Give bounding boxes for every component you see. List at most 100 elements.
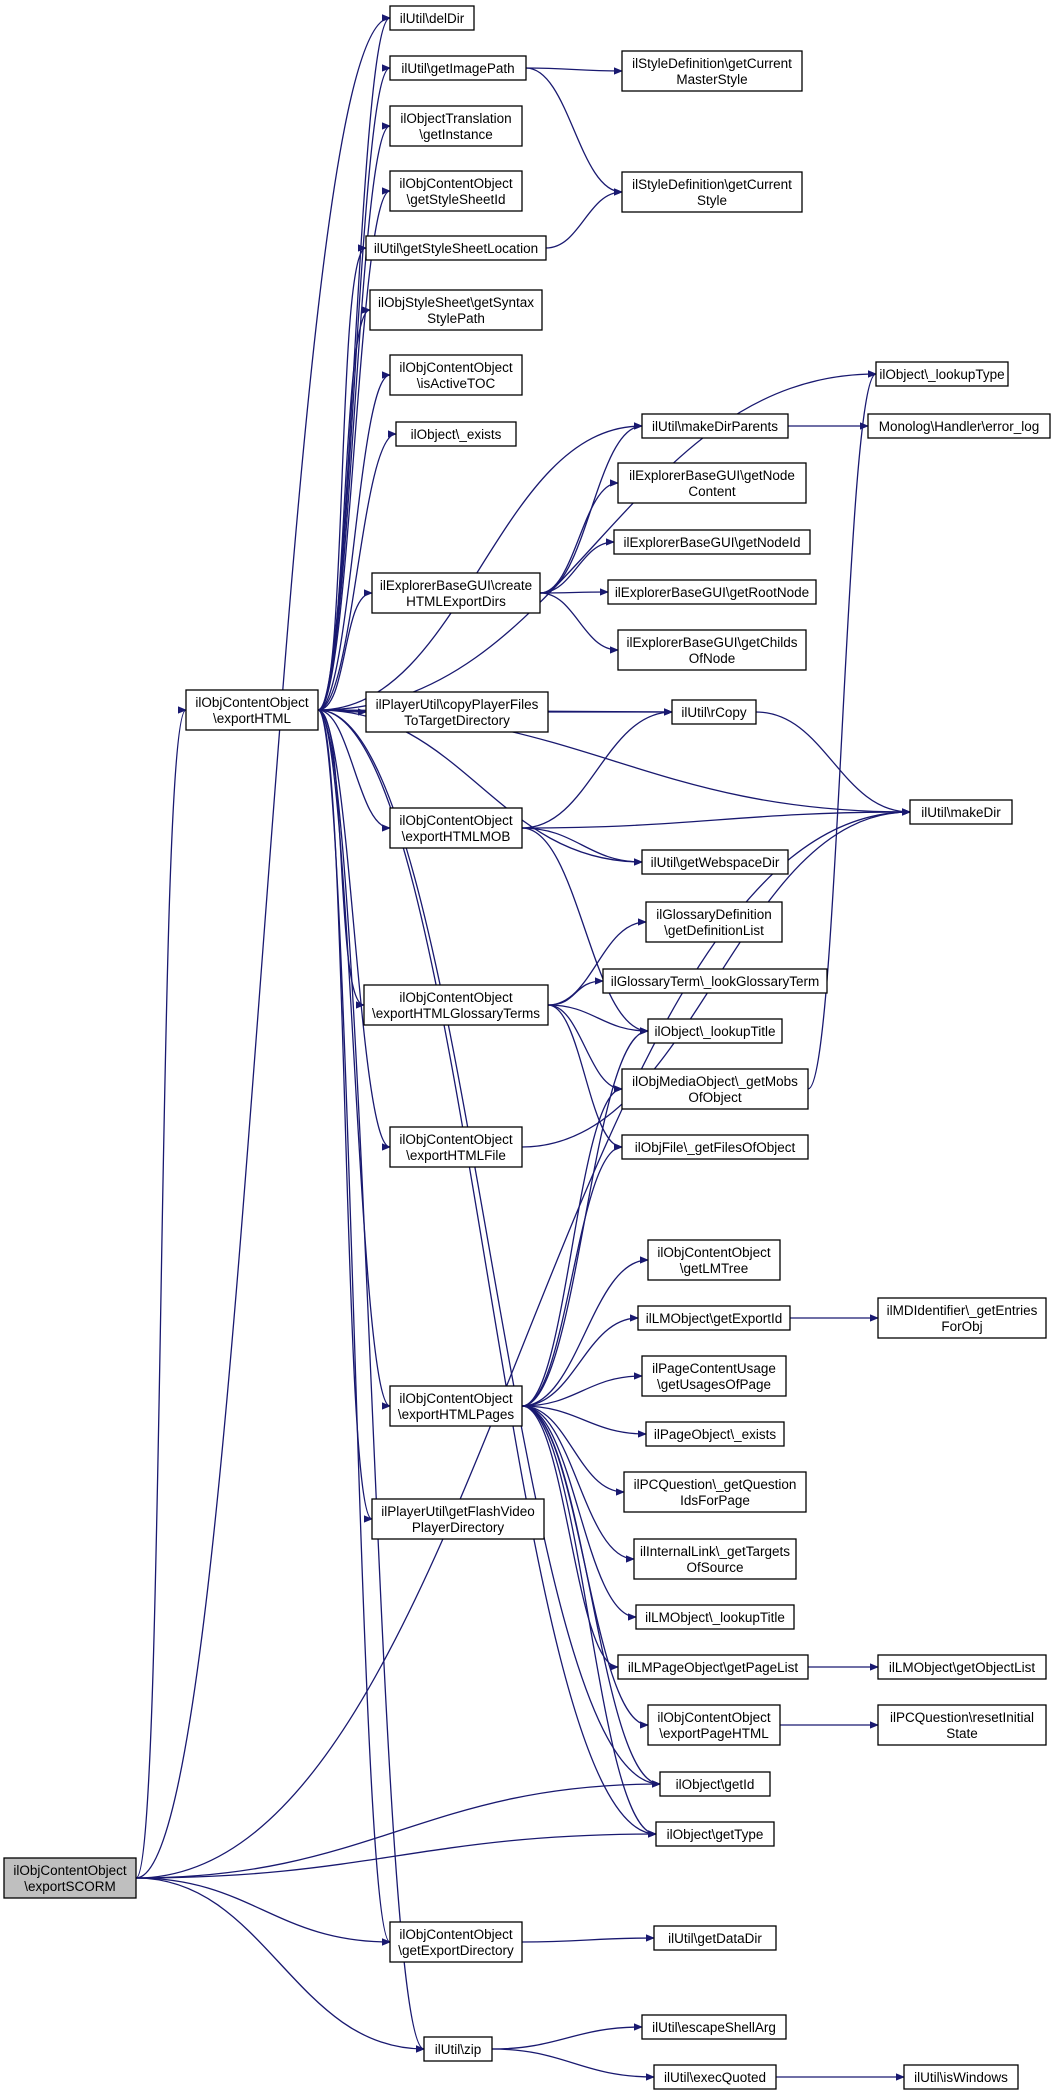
node-label: IdsForPage — [680, 1493, 750, 1508]
node-box — [877, 1704, 1047, 1746]
edge-exportHTMLGlossaryTerms-to-lookGlossaryTerm — [547, 981, 603, 1006]
node-getPageList[interactable]: ilLMPageObject\getPageList — [617, 1654, 809, 1680]
node-rCopy[interactable]: ilUtil\rCopy — [671, 699, 757, 725]
node-label: ilExplorerBaseGUI\create — [380, 578, 532, 593]
node-box — [875, 361, 1009, 387]
edge-exportHTMLMOB-to-obj_lookupTitle — [521, 827, 648, 1031]
node-getExportDirectory[interactable]: ilObjContentObject\getExportDirectory — [389, 1921, 523, 1963]
node-label: ilPageContentUsage — [652, 1361, 776, 1376]
node-getDefinitionList[interactable]: ilGlossaryDefinition\getDefinitionList — [645, 901, 783, 943]
node-exportSCORM[interactable]: ilObjContentObject\exportSCORM — [3, 1857, 137, 1899]
node-lm_lookupTitle[interactable]: ilLMObject\_lookupTitle — [635, 1604, 795, 1630]
node-box — [3, 1857, 137, 1899]
node-label: ilUtil\getStyleSheetLocation — [374, 241, 538, 256]
node-getExportId[interactable]: ilLMObject\getExportId — [637, 1305, 791, 1331]
node-makeDir[interactable]: ilUtil\makeDir — [909, 799, 1013, 825]
node-copyPlayerFiles[interactable]: ilPlayerUtil\copyPlayerFilesToTargetDire… — [365, 691, 549, 733]
node-isActiveTOC[interactable]: ilObjContentObject\isActiveTOC — [389, 354, 523, 396]
node-lookGlossaryTerm[interactable]: ilGlossaryTerm\_lookGlossaryTerm — [602, 968, 828, 994]
node-label: ilPCQuestion\_getQuestion — [634, 1477, 797, 1492]
node-label: ilUtil\zip — [435, 2042, 482, 2057]
node-exportHTMLFile[interactable]: ilObjContentObject\exportHTMLFile — [389, 1126, 523, 1168]
node-label: ilLMObject\getObjectList — [889, 1660, 1036, 1675]
edge-exportHTML-to-getType — [317, 709, 656, 1834]
node-label: \exportHTMLFile — [406, 1148, 506, 1163]
node-getLMTree[interactable]: ilObjContentObject\getLMTree — [647, 1239, 781, 1281]
node-box — [877, 1297, 1047, 1339]
node-box — [641, 413, 789, 439]
node-label: \getStyleSheetId — [406, 192, 505, 207]
node-label: ilObjContentObject — [399, 176, 513, 191]
node-getStyleSheetId[interactable]: ilObjContentObject\getStyleSheetId — [389, 170, 523, 212]
node-lookupType[interactable]: ilObject\_lookupType — [875, 361, 1009, 387]
node-box — [389, 807, 523, 849]
node-getId[interactable]: ilObject\getId — [659, 1771, 771, 1797]
node-exportHTMLMOB[interactable]: ilObjContentObject\exportHTMLMOB — [389, 807, 523, 849]
node-getStyleSheetLocation[interactable]: ilUtil\getStyleSheetLocation — [365, 235, 547, 261]
edge-exportHTMLMOB-to-makeDir — [521, 812, 910, 829]
node-isWindows[interactable]: ilUtil\isWindows — [903, 2064, 1019, 2090]
node-getUsagesOfPage[interactable]: ilPageContentUsage\getUsagesOfPage — [641, 1355, 787, 1397]
node-label: ilObjContentObject — [657, 1710, 771, 1725]
node-box — [623, 1471, 807, 1513]
node-box — [647, 1239, 781, 1281]
node-page_exists[interactable]: ilPageObject\_exists — [645, 1421, 785, 1447]
node-exportHTMLGlossaryTerms[interactable]: ilObjContentObject\exportHTMLGlossaryTer… — [363, 984, 549, 1026]
node-getWebspaceDir[interactable]: ilUtil\getWebspaceDir — [641, 849, 789, 875]
node-escapeShellArg[interactable]: ilUtil\escapeShellArg — [641, 2014, 787, 2040]
node-box — [365, 235, 547, 261]
node-label: ilObjContentObject — [399, 1132, 513, 1147]
edge-exportHTML-to-exportHTMLPages — [317, 709, 391, 1406]
node-box — [641, 849, 789, 875]
node-getType[interactable]: ilObject\getType — [655, 1821, 775, 1847]
node-box — [637, 1305, 791, 1331]
node-label: State — [946, 1726, 978, 1741]
node-box — [423, 2036, 493, 2062]
node-makeDirParents[interactable]: ilUtil\makeDirParents — [641, 413, 789, 439]
node-delDir[interactable]: ilUtil\delDir — [389, 5, 475, 31]
node-label: ilPlayerUtil\copyPlayerFiles — [376, 697, 539, 712]
node-exportPageHTML[interactable]: ilObjContentObject\exportPageHTML — [647, 1704, 781, 1746]
node-label: ilLMObject\_lookupTitle — [645, 1610, 785, 1625]
node-exportHTMLPages[interactable]: ilObjContentObject\exportHTMLPages — [389, 1385, 523, 1427]
node-box — [659, 1771, 771, 1797]
node-getNodeId[interactable]: ilExplorerBaseGUI\getNodeId — [613, 529, 811, 555]
node-getFilesOfObject[interactable]: ilObjFile\_getFilesOfObject — [621, 1134, 809, 1160]
node-error_log[interactable]: Monolog\Handler\error_log — [867, 413, 1051, 439]
node-getRootNode[interactable]: ilExplorerBaseGUI\getRootNode — [607, 579, 817, 605]
node-obj_exists[interactable]: ilObject\_exists — [395, 421, 517, 447]
node-label: ilObject\_exists — [411, 427, 502, 442]
node-zip[interactable]: ilUtil\zip — [423, 2036, 493, 2062]
node-label: ToTargetDirectory — [404, 713, 510, 728]
node-getImagePath[interactable]: ilUtil\getImagePath — [389, 55, 527, 81]
node-label: \exportHTMLMOB — [402, 829, 511, 844]
node-getObjectList[interactable]: ilLMObject\getObjectList — [877, 1654, 1047, 1680]
node-getDataDir[interactable]: ilUtil\getDataDir — [653, 1925, 777, 1951]
node-getFlashVideoPlayerDirectory[interactable]: ilPlayerUtil\getFlashVideoPlayerDirector… — [371, 1498, 545, 1540]
node-box — [877, 1654, 1047, 1680]
node-execQuoted[interactable]: ilUtil\execQuoted — [653, 2064, 777, 2090]
node-label: ilObjMediaObject\_getMobs — [632, 1074, 798, 1089]
edge-exportHTML-to-getFlashVideoPlayerDirectory — [317, 709, 373, 1519]
node-box — [369, 289, 543, 331]
node-box — [389, 1921, 523, 1963]
node-exportHTML[interactable]: ilObjContentObject\exportHTML — [185, 689, 319, 731]
node-box — [613, 529, 811, 555]
node-label: PlayerDirectory — [412, 1520, 505, 1535]
node-label: HTMLExportDirs — [406, 594, 506, 609]
node-obj_lookupTitle[interactable]: ilObject\_lookupTitle — [647, 1018, 783, 1044]
node-getInstance[interactable]: ilObjectTranslation\getInstance — [389, 105, 523, 147]
node-box — [621, 1068, 809, 1110]
edge-exportHTML-to-exportHTMLMOB — [317, 709, 391, 828]
